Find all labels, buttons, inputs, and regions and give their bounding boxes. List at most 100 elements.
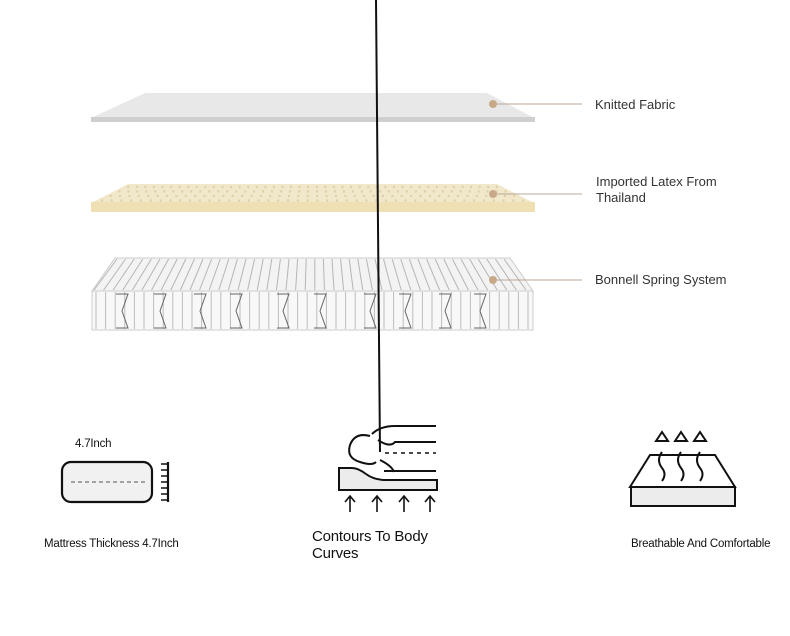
- thickness-dimension-label: 4.7Inch: [75, 438, 112, 450]
- latex-hole: [478, 185, 481, 189]
- latex-hole: [324, 190, 328, 193]
- latex-hole: [414, 190, 417, 193]
- spring-row: [131, 258, 152, 291]
- latex-hole: [405, 190, 409, 193]
- latex-hole: [477, 190, 480, 193]
- spring-connector: [364, 293, 377, 329]
- latex-hole: [469, 185, 473, 189]
- spring-row: [160, 258, 178, 291]
- latex-hole: [212, 185, 216, 189]
- latex-hole: [394, 199, 397, 202]
- latex-hole: [269, 194, 272, 198]
- latex-hole: [438, 194, 441, 198]
- latex-hole: [487, 185, 490, 189]
- latex-hole: [367, 185, 370, 189]
- latex-hole: [378, 190, 382, 193]
- latex-hole: [100, 199, 104, 202]
- latex-hole: [128, 194, 131, 198]
- latex-hole: [208, 199, 211, 202]
- spring-row: [170, 258, 187, 291]
- latex-hole: [199, 190, 202, 193]
- layer-label-latex-line1: Imported Latex From: [596, 174, 717, 189]
- latex-hole: [486, 190, 489, 193]
- latex-hole: [118, 190, 121, 193]
- spring-row: [486, 258, 508, 291]
- latex-hole: [161, 185, 164, 189]
- latex-hole: [513, 194, 516, 198]
- spring-row: [322, 258, 325, 291]
- latex-hole: [246, 185, 250, 189]
- latex-hole: [136, 190, 139, 193]
- latex-hole: [270, 190, 274, 193]
- spring-row: [383, 258, 393, 291]
- latex-hole: [504, 190, 507, 193]
- spring-row: [93, 258, 118, 291]
- latex-hole: [456, 194, 460, 198]
- spring-row: [304, 258, 307, 291]
- latex-hole: [404, 199, 407, 202]
- latex-hole: [401, 185, 404, 189]
- spring-row: [434, 258, 450, 291]
- latex-hole: [172, 190, 175, 193]
- latex-layer: [91, 184, 535, 212]
- spring-row: [285, 258, 290, 291]
- latex-hole: [466, 194, 469, 198]
- latex-hole: [475, 194, 479, 198]
- spring-row: [340, 258, 345, 291]
- spring-row: [179, 258, 195, 291]
- latex-hole: [342, 190, 346, 193]
- spring-row: [451, 258, 469, 291]
- latex-hole: [181, 190, 184, 193]
- latex-hole: [435, 185, 439, 189]
- spring-row: [112, 258, 135, 291]
- latex-hole: [146, 194, 150, 198]
- latex-hole: [315, 194, 319, 198]
- latex-hole: [351, 190, 355, 193]
- latex-hole: [443, 199, 446, 202]
- latex-hole: [257, 199, 260, 202]
- latex-hole: [247, 199, 251, 202]
- latex-hole: [316, 199, 319, 202]
- latex-hole: [203, 194, 206, 198]
- latex-hole: [277, 199, 280, 202]
- spring-row: [460, 258, 479, 291]
- latex-hole: [315, 185, 318, 189]
- latex-hole: [240, 194, 244, 198]
- latex-hole: [264, 185, 267, 189]
- latex-hole: [453, 199, 456, 202]
- spring-connector: [474, 293, 487, 329]
- latex-hole: [120, 199, 123, 202]
- latex-hole: [369, 190, 373, 193]
- leader-knitted-fabric: [489, 100, 582, 108]
- latex-hole: [372, 194, 375, 198]
- body-contour-icon: [338, 0, 438, 512]
- latex-hole: [231, 194, 234, 198]
- latex-hole: [222, 194, 225, 198]
- latex-hole: [432, 190, 435, 193]
- latex-hole: [349, 185, 353, 189]
- spring-row: [199, 258, 213, 291]
- latex-hole: [333, 190, 337, 193]
- latex-hole: [165, 194, 169, 198]
- latex-hole: [289, 185, 293, 189]
- latex-hole: [450, 190, 453, 193]
- latex-hole: [154, 190, 157, 193]
- latex-hole: [149, 199, 153, 202]
- latex-hole: [218, 199, 221, 202]
- latex-hole: [392, 185, 396, 189]
- latex-hole: [512, 199, 515, 202]
- latex-hole: [344, 194, 347, 198]
- latex-hole: [127, 190, 130, 193]
- latex-hole: [459, 190, 462, 193]
- latex-hole: [130, 199, 133, 202]
- latex-hole: [355, 199, 358, 202]
- latex-hole: [381, 194, 385, 198]
- spring-connector: [277, 293, 290, 329]
- latex-hole: [325, 194, 328, 198]
- latex-hole: [384, 199, 388, 202]
- latex-hole: [188, 199, 192, 202]
- latex-hole: [423, 190, 426, 193]
- layer-label-knitted-fabric: Knitted Fabric: [595, 97, 676, 112]
- latex-hole: [419, 194, 422, 198]
- latex-hole: [110, 199, 113, 202]
